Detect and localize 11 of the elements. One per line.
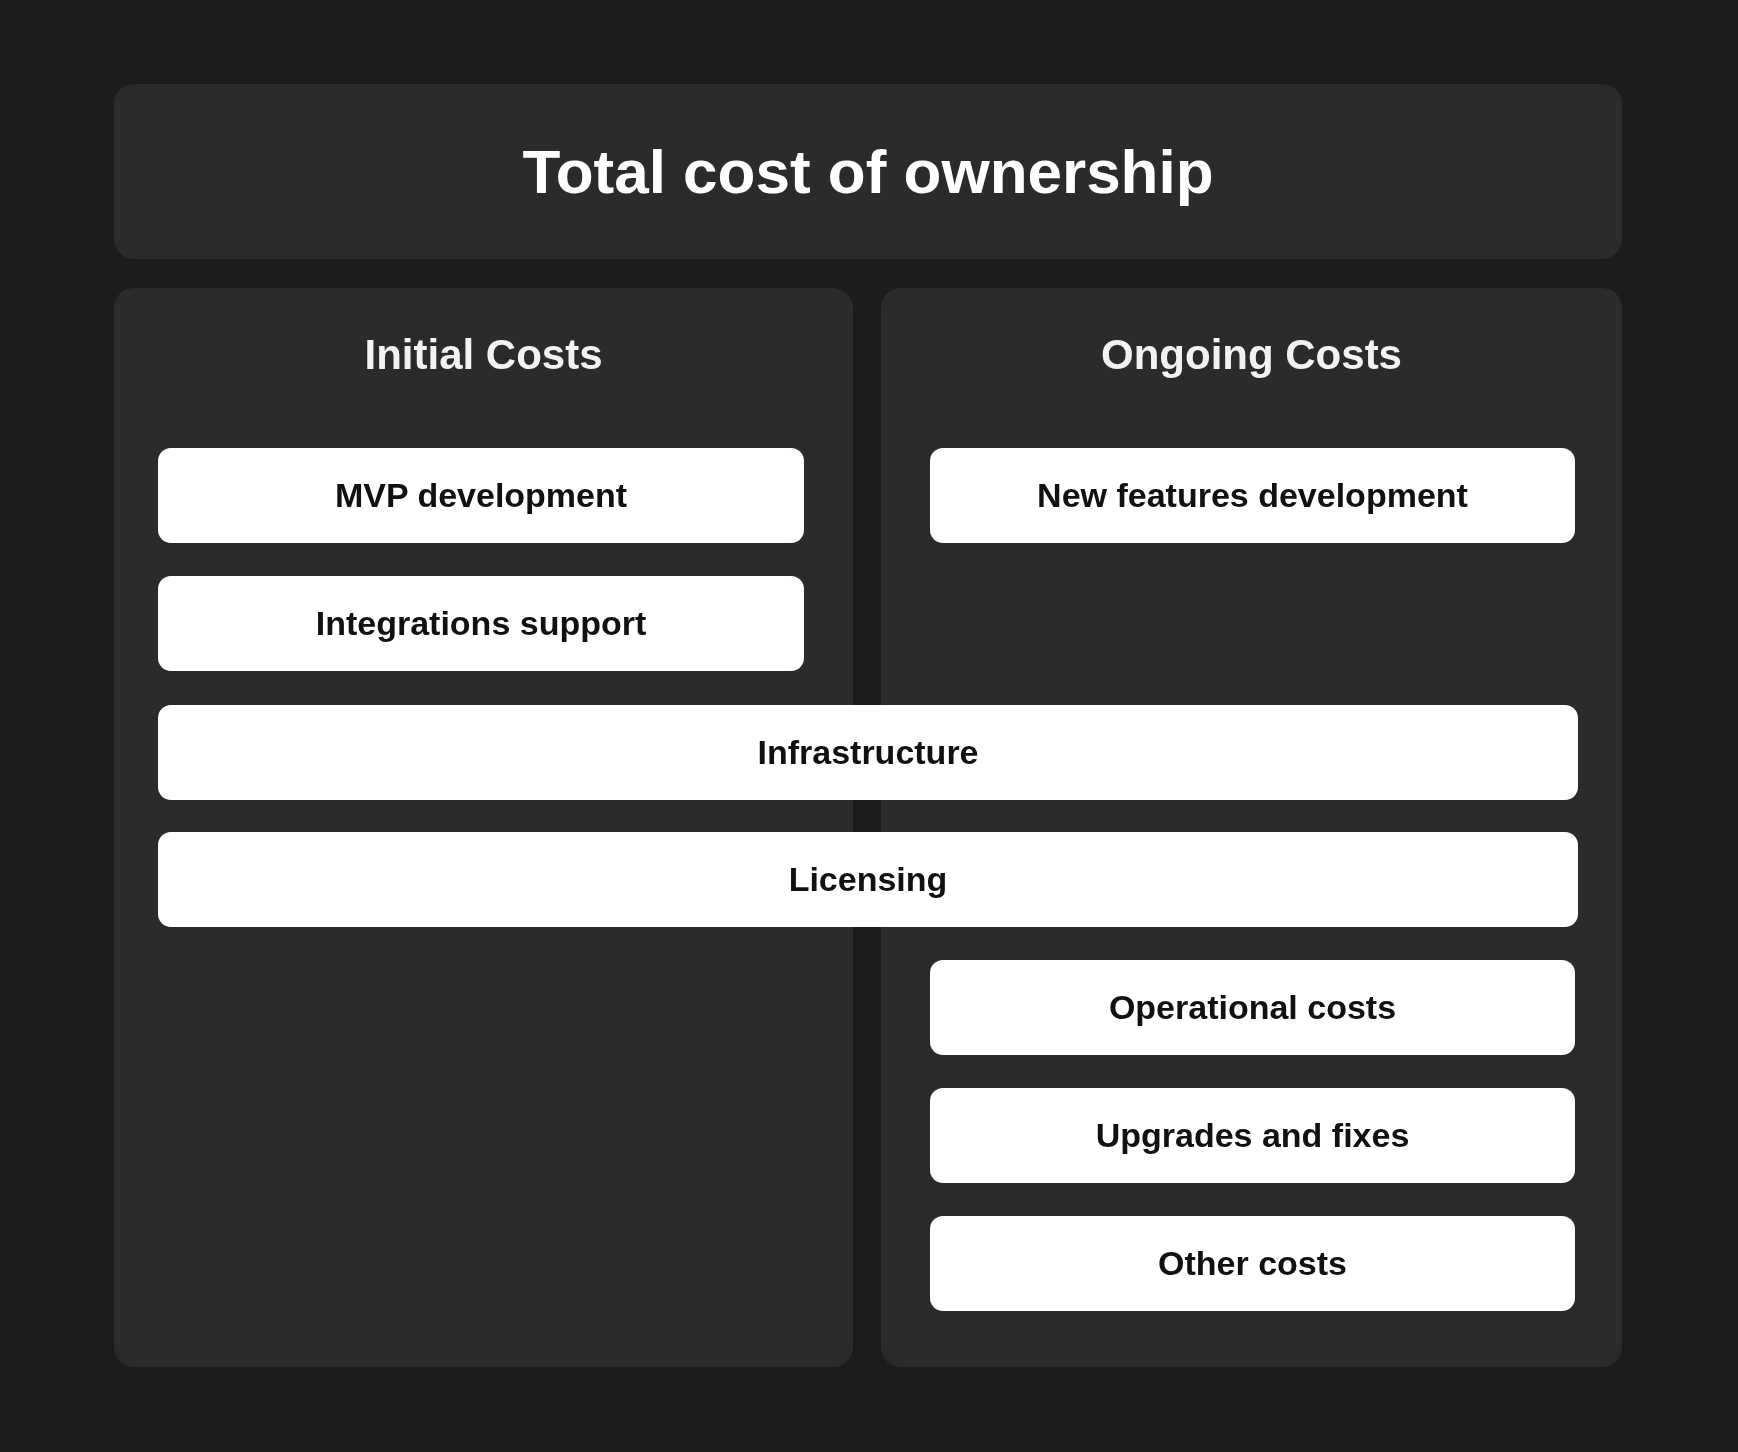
cost-item: Integrations support xyxy=(158,576,804,671)
cost-item: Other costs xyxy=(930,1216,1575,1311)
cost-item: Licensing xyxy=(158,832,1578,927)
cost-item: Upgrades and fixes xyxy=(930,1088,1575,1183)
cost-item: Operational costs xyxy=(930,960,1575,1055)
cost-item: MVP development xyxy=(158,448,804,543)
cost-item: Infrastructure xyxy=(158,705,1578,800)
panel-heading: Initial Costs xyxy=(364,330,603,380)
cost-item: New features development xyxy=(930,448,1575,543)
title-banner: Total cost of ownership xyxy=(114,84,1622,259)
panel-heading: Ongoing Costs xyxy=(1101,330,1402,380)
